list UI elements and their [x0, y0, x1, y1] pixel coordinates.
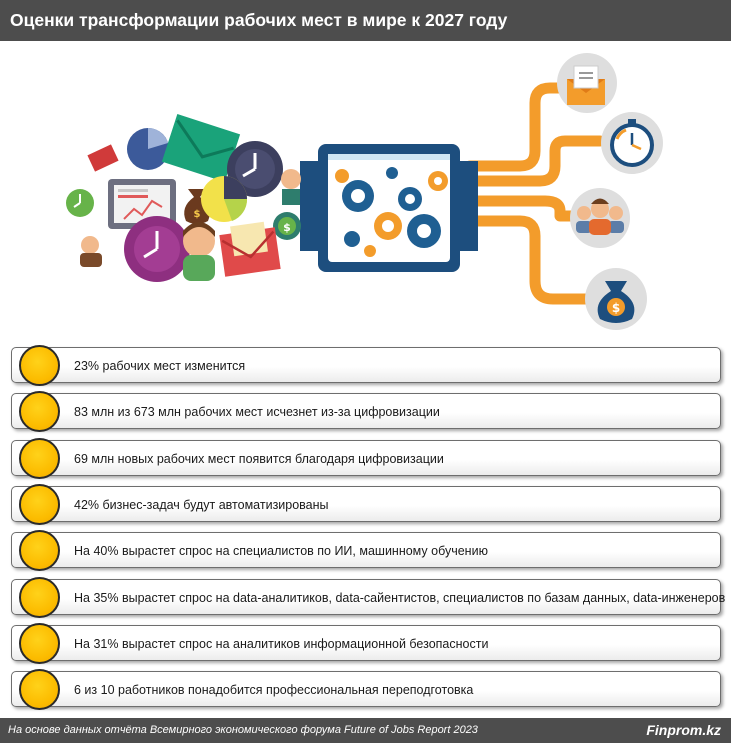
connector-lines [464, 82, 606, 305]
bullet-icon [19, 438, 60, 479]
clock-icon [124, 216, 190, 282]
envelope-icon [161, 114, 241, 182]
envelope-icon [557, 53, 617, 113]
mail-icon [219, 221, 281, 277]
svg-text:$: $ [612, 301, 620, 315]
bullet-icon [19, 577, 60, 618]
footer: На основе данных отчёта Всемирного эконо… [0, 718, 731, 743]
people-icon [570, 188, 630, 248]
list-item: 83 млн из 673 млн рабочих мест исчезнет … [11, 391, 721, 432]
dollar-coin-icon: $ [273, 212, 301, 240]
source-note: На основе данных отчёта Всемирного эконо… [8, 724, 478, 736]
page-title: Оценки трансформации рабочих мест в мире… [0, 0, 731, 41]
illustration: $ [66, 53, 663, 330]
money-bag-icon: $ [585, 268, 647, 330]
bullet-icon [19, 345, 60, 386]
bullet-icon [19, 623, 60, 664]
list-item: 6 из 10 работников понадобится профессио… [11, 669, 721, 710]
list-item: На 31% вырастет спрос на аналитиков инфо… [11, 623, 721, 664]
person-icon [183, 222, 215, 281]
bullet-icon [19, 669, 60, 710]
clock-icon [227, 141, 283, 197]
list-item: 42% бизнес-задач будут автоматизированы [11, 484, 721, 525]
bullet-icon [19, 530, 60, 571]
bullet-icon [19, 484, 60, 525]
list-item: На 40% вырастет спрос на специалистов по… [11, 530, 721, 571]
list-item: На 35% вырастет спрос на data-аналитиков… [11, 577, 725, 618]
list-item: 69 млн новых рабочих мест появится благо… [11, 438, 721, 479]
brand-logo: Finprom.kz [646, 722, 721, 738]
svg-text:$: $ [194, 209, 201, 220]
gears-machine-icon [300, 144, 478, 272]
bullet-icon [19, 391, 60, 432]
svg-text:$: $ [283, 221, 291, 234]
stopwatch-icon [601, 112, 663, 174]
list-item: 23% рабочих мест изменится [11, 345, 721, 386]
person-icon [281, 169, 301, 205]
money-bag-icon: $ [184, 189, 210, 224]
pie-chart-icon [201, 176, 248, 222]
pie-chart-icon [127, 128, 169, 170]
person-icon [80, 236, 102, 267]
clock-icon [66, 189, 94, 217]
mail-icon [87, 144, 119, 172]
